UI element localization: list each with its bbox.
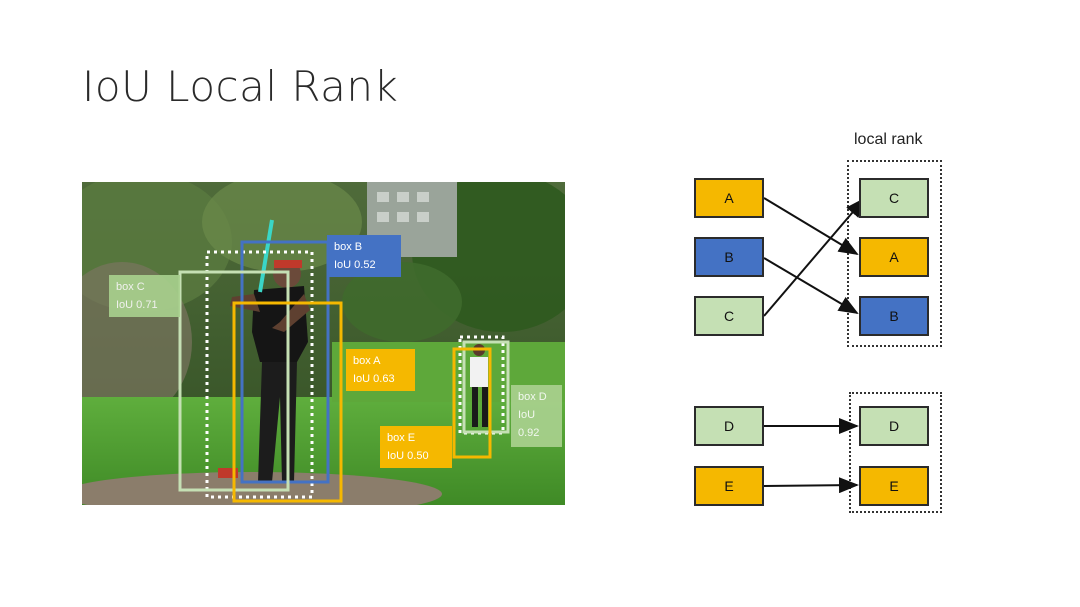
box-a-name: box A	[353, 355, 381, 367]
ranked-node-d-label: D	[888, 418, 900, 434]
box-b-name: box B	[334, 241, 363, 253]
box-e-name: box E	[387, 432, 416, 444]
input-node-c: C	[694, 296, 764, 336]
box-b-rect	[240, 240, 330, 484]
ranked-node-e-label: E	[889, 478, 899, 494]
input-node-d: D	[694, 406, 764, 446]
box-d-rect	[462, 340, 510, 434]
arrow-b-to-rank3	[763, 257, 859, 315]
bat	[258, 219, 274, 293]
box-a-rect	[232, 301, 343, 503]
box-d-iou-line1: IoU	[518, 409, 536, 421]
input-node-d-label: D	[723, 418, 735, 434]
input-node-a: A	[694, 178, 764, 218]
ground-truth-box-player	[458, 335, 505, 435]
input-node-a-label: A	[724, 190, 734, 206]
ranked-node-b-label: B	[889, 308, 899, 324]
box-c-label: box C IoU 0.71	[109, 275, 180, 317]
input-node-c-label: C	[723, 308, 735, 324]
arrow-c-to-rank1	[763, 197, 866, 317]
box-b-iou: IoU 0.52	[334, 259, 376, 271]
box-a-label: box A IoU 0.63	[346, 349, 415, 391]
box-c-iou: IoU 0.71	[116, 299, 158, 311]
ranked-node-d: D	[859, 406, 929, 446]
ranked-node-e: E	[859, 466, 929, 506]
box-a-iou: IoU 0.63	[353, 373, 395, 385]
arrow-e-to-rank2	[763, 477, 859, 494]
ranked-node-c: C	[859, 178, 929, 218]
slide-title: IoU Local Rank	[82, 62, 399, 111]
box-e-iou: IoU 0.50	[387, 450, 429, 462]
ranked-node-a-label: A	[889, 249, 899, 265]
input-node-b-label: B	[724, 249, 734, 265]
ranked-node-a: A	[859, 237, 929, 277]
local-rank-title: local rank	[854, 131, 923, 148]
input-node-b: B	[694, 237, 764, 277]
ranked-node-b: B	[859, 296, 929, 336]
box-d-label: box D IoU 0.92	[511, 385, 562, 447]
input-node-e: E	[694, 466, 764, 506]
box-d-name: box D	[518, 391, 547, 403]
arrow-a-to-rank2	[763, 197, 859, 256]
box-d-iou-line2: 0.92	[518, 427, 540, 439]
box-c-name: box C	[116, 281, 145, 293]
input-node-e-label: E	[724, 478, 734, 494]
ranked-node-c-label: C	[888, 190, 900, 206]
detection-photo: box B IoU 0.52 box C IoU 0.71 box A IoU …	[82, 182, 565, 505]
local-rank-group-2	[849, 392, 942, 513]
box-b-label: box B IoU 0.52	[327, 235, 401, 277]
box-e-rect	[452, 347, 492, 459]
box-e-label: box E IoU 0.50	[380, 426, 452, 468]
